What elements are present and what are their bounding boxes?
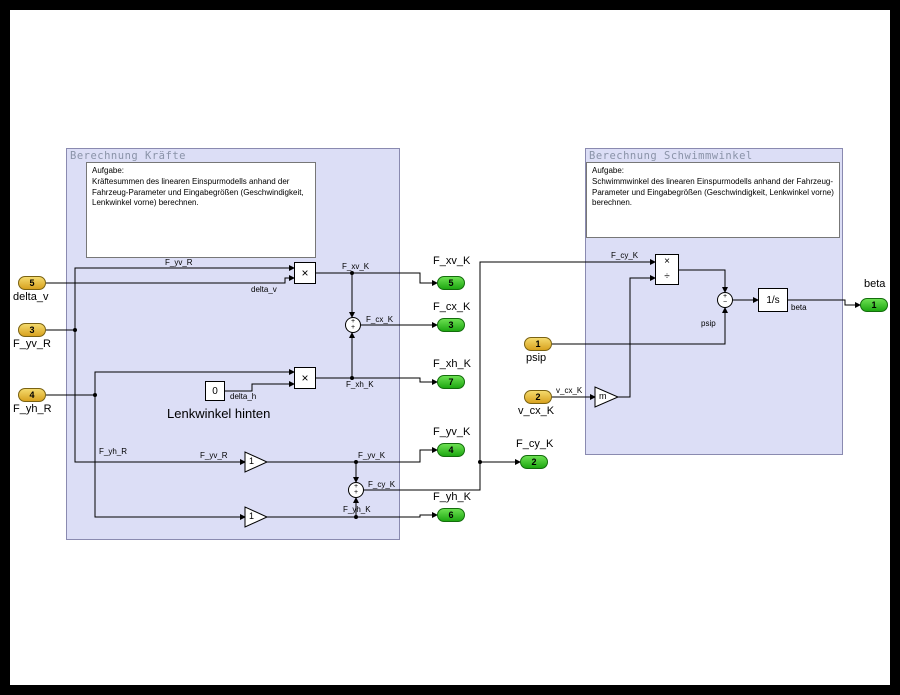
signal-label-fyhr: F_yh_R: [99, 447, 128, 456]
sum-fcy-sign-top: +: [353, 483, 359, 490]
constant-delta-h-block[interactable]: 0: [205, 381, 225, 401]
region-kraefte-title: Berechnung Kräfte: [70, 150, 186, 162]
note-schwimmwinkel: Aufgabe: Schwimmwinkel des linearen Eins…: [586, 162, 840, 238]
sum-fcx-sign-top: +: [350, 318, 356, 325]
sum-fcy-block[interactable]: + +: [348, 482, 364, 498]
outport-fxh-k[interactable]: 7: [437, 375, 465, 389]
product-front-block[interactable]: ×: [294, 262, 316, 284]
integrator-block[interactable]: 1/s: [758, 288, 788, 312]
integrator-output-label: beta: [791, 303, 807, 312]
inport-vcx-k[interactable]: 2: [524, 390, 552, 404]
outport-fyh-k[interactable]: 6: [437, 508, 465, 522]
signal-label-fyvk: F_yv_K: [358, 451, 386, 460]
constant-delta-h-label: delta_h: [230, 392, 257, 401]
outport-fcy-k-label: F_cy_K: [516, 438, 554, 450]
region-schwimmwinkel-title: Berechnung Schwimmwinkel: [589, 150, 753, 162]
product-divide-mul-symbol: ×: [664, 256, 670, 268]
product-rear-block[interactable]: ×: [294, 367, 316, 389]
signal-label-fcyk-right: F_cy_K: [611, 251, 639, 260]
annotation-lenkwinkel-hinten: Lenkwinkel hinten: [167, 406, 271, 421]
signal-label-deltav: delta_v: [251, 285, 277, 294]
outport-fcx-k-label: F_cx_K: [433, 301, 471, 313]
product-divide-div-symbol: ÷: [664, 270, 670, 282]
sum-beta-block[interactable]: + −: [717, 292, 733, 308]
signal-label-vcxk: v_cx_K: [556, 386, 583, 395]
outport-fyv-k-label: F_yv_K: [433, 426, 471, 438]
outport-beta-label: beta: [864, 278, 886, 290]
signal-label-fxhk: F_xh_K: [346, 380, 374, 389]
inport-vcx-k-label: v_cx_K: [518, 405, 555, 417]
signal-label-fyvr-gain: F_yv_R: [200, 451, 228, 460]
note-kraefte-body: Kräftesummen des linearen Einspurmodells…: [92, 177, 304, 208]
note-kraefte-heading: Aufgabe:: [92, 166, 125, 175]
outport-beta[interactable]: 1: [860, 298, 888, 312]
sum-fcy-sign-bottom: +: [353, 489, 359, 496]
gain-rear-value: 1: [249, 511, 255, 521]
signal-label-fcyk: F_cy_K: [368, 480, 396, 489]
sum-beta-sign-top: +: [722, 293, 728, 300]
note-schwimmwinkel-heading: Aufgabe:: [592, 166, 625, 175]
product-divide-block[interactable]: × ÷: [655, 254, 679, 285]
outport-fxv-k-label: F_xv_K: [433, 255, 471, 267]
inport-psip[interactable]: 1: [524, 337, 552, 351]
signal-label-fyvr: F_yv_R: [165, 258, 193, 267]
outport-fyh-k-label: F_yh_K: [433, 491, 471, 503]
inport-fyh-r[interactable]: 4: [18, 388, 46, 402]
outport-fxh-k-label: F_xh_K: [433, 358, 471, 370]
outport-fcy-k[interactable]: 2: [520, 455, 548, 469]
inport-delta-v[interactable]: 5: [18, 276, 46, 290]
gain-front-value: 1: [249, 456, 255, 466]
outport-fyv-k[interactable]: 4: [437, 443, 465, 457]
sum-fcx-sign-bottom: +: [350, 324, 356, 331]
outport-fcx-k[interactable]: 3: [437, 318, 465, 332]
sum-fcx-block[interactable]: + +: [345, 317, 361, 333]
inport-psip-label: psip: [526, 352, 547, 364]
note-kraefte: Aufgabe: Kräftesummen des linearen Einsp…: [86, 162, 316, 258]
inport-fyh-r-label: F_yh_R: [13, 403, 52, 415]
signal-label-fxvk: F_xv_K: [342, 262, 370, 271]
note-schwimmwinkel-body: Schwimmwinkel des linearen Einspurmodell…: [592, 177, 834, 208]
inport-fyv-r-label: F_yv_R: [13, 338, 51, 350]
outport-fxv-k[interactable]: 5: [437, 276, 465, 290]
inport-delta-v-label: delta_v: [13, 291, 49, 303]
sum-beta-sign-bottom: −: [722, 299, 728, 306]
signal-label-fcxk: F_cx_K: [366, 315, 394, 324]
inport-fyv-r[interactable]: 3: [18, 323, 46, 337]
gain-mass-value: m: [599, 391, 607, 401]
signal-label-psip: psip: [701, 319, 716, 328]
signal-label-fyhk: F_yh_K: [343, 505, 371, 514]
